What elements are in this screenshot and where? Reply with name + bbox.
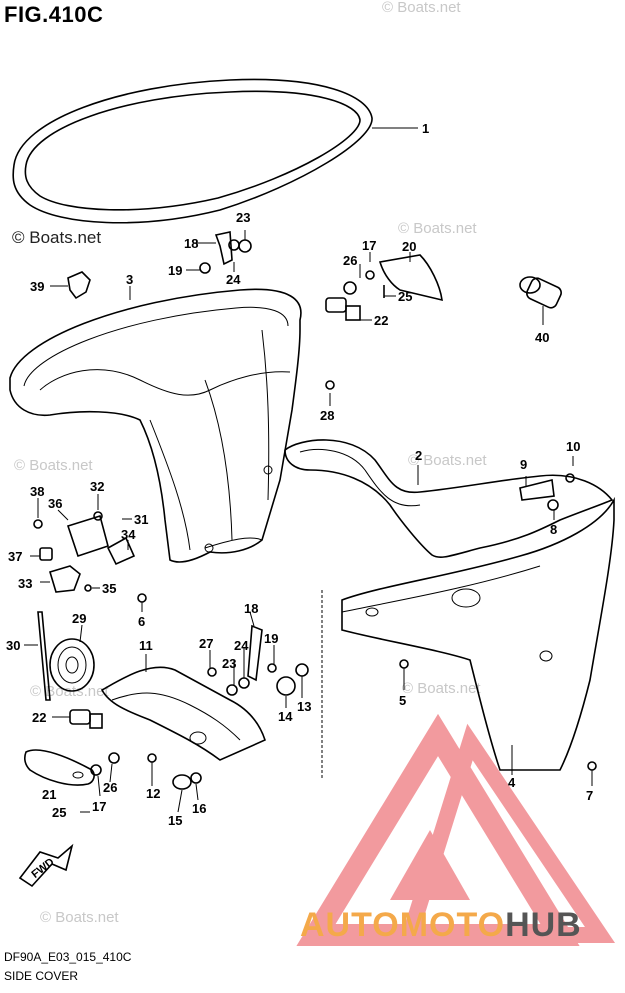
brand-logo-icon (296, 713, 616, 946)
callout-5: 5 (399, 693, 406, 708)
figure-title: FIG.410C (4, 2, 104, 27)
part-lower-side-cover (321, 496, 615, 780)
callout-33: 33 (18, 576, 32, 591)
callout-29: 29 (72, 611, 86, 626)
callout-24: 24 (226, 272, 241, 287)
brand-part1: AUTOMOTO (300, 906, 506, 944)
callout-4: 4 (508, 775, 516, 790)
callout-16: 16 (192, 801, 206, 816)
callout-24-lower: 24 (234, 638, 249, 653)
callout-numbers: 1 2 3 4 5 6 7 8 9 10 11 12 13 14 15 16 1… (6, 121, 593, 828)
copyright-watermark: © Boats.net (408, 452, 487, 469)
callout-9: 9 (520, 457, 527, 472)
part-small-set-left (30, 514, 136, 593)
callout-34: 34 (121, 527, 136, 542)
callout-6: 6 (138, 614, 145, 629)
callout-21: 21 (42, 787, 56, 802)
callout-31: 31 (134, 512, 148, 527)
part-clip-39 (50, 271, 91, 300)
part-lower-cover-frame (284, 439, 614, 558)
copyright-watermark: © Boats.net (402, 680, 481, 697)
copyright-watermark: © Boats.net (14, 457, 93, 474)
callout-22: 22 (32, 710, 46, 725)
callout-13: 13 (297, 699, 311, 714)
fwd-arrow-icon: FWD (18, 843, 74, 888)
callout-32: 32 (90, 479, 104, 494)
callout-1: 1 (422, 121, 429, 136)
part-cable-tie (24, 611, 51, 701)
copyright-watermarks: © Boats.net © Boats.net © Boats.net © Bo… (12, 0, 487, 926)
callout-25: 25 (398, 289, 412, 304)
callout-17-lower: 17 (92, 799, 106, 814)
brand-part2: HUB (505, 906, 582, 944)
copyright-watermark: © Boats.net (398, 220, 477, 237)
callout-8: 8 (550, 522, 557, 537)
callout-27: 27 (199, 636, 213, 651)
callout-7: 7 (586, 788, 593, 803)
callout-23: 23 (236, 210, 250, 225)
callout-20: 20 (402, 239, 416, 254)
callout-30: 30 (6, 638, 20, 653)
part-bracket-20 (378, 252, 443, 302)
figure-code: DF90A_E03_015_410C (4, 950, 132, 964)
figure-caption: SIDE COVER (4, 969, 79, 983)
callout-26: 26 (343, 253, 357, 268)
part-connector-22 (52, 709, 103, 729)
callout-36: 36 (48, 496, 62, 511)
leader-lines (37, 230, 593, 813)
callout-15: 15 (168, 813, 182, 828)
part-lower-bracket-assy (100, 654, 266, 761)
callout-10: 10 (566, 439, 580, 454)
copyright-watermark: © Boats.net (382, 0, 461, 16)
callout-18-lower: 18 (244, 601, 258, 616)
part-upper-side-cover (9, 286, 302, 563)
callout-11: 11 (139, 638, 153, 653)
callout-18: 18 (184, 236, 198, 251)
callout-19-lower: 19 (264, 631, 278, 646)
callout-22-upper: 22 (374, 313, 388, 328)
copyright-watermark: © Boats.net (40, 909, 119, 926)
callout-3: 3 (126, 272, 133, 287)
part-small-cover-21 (24, 749, 95, 786)
callout-17: 17 (362, 238, 376, 253)
part-grommet (49, 624, 95, 692)
callout-25-lower: 25 (52, 805, 66, 820)
part-plug (519, 276, 562, 325)
callout-35: 35 (102, 581, 116, 596)
part-seal-ring (12, 78, 418, 224)
callout-14: 14 (278, 709, 293, 724)
callout-19: 19 (168, 263, 182, 278)
part-connector-22-upper (325, 297, 372, 321)
callout-28: 28 (320, 408, 334, 423)
callout-40: 40 (535, 330, 549, 345)
callout-39: 39 (30, 279, 44, 294)
copyright-watermark: © Boats.net (12, 228, 101, 247)
callout-2: 2 (415, 448, 422, 463)
callout-12: 12 (146, 786, 160, 801)
callout-38: 38 (30, 484, 44, 499)
callout-23-lower: 23 (222, 656, 236, 671)
callout-37: 37 (8, 549, 22, 564)
callout-26-lower: 26 (103, 780, 117, 795)
brand-watermark: AUTOMOTOHUB (300, 906, 582, 945)
